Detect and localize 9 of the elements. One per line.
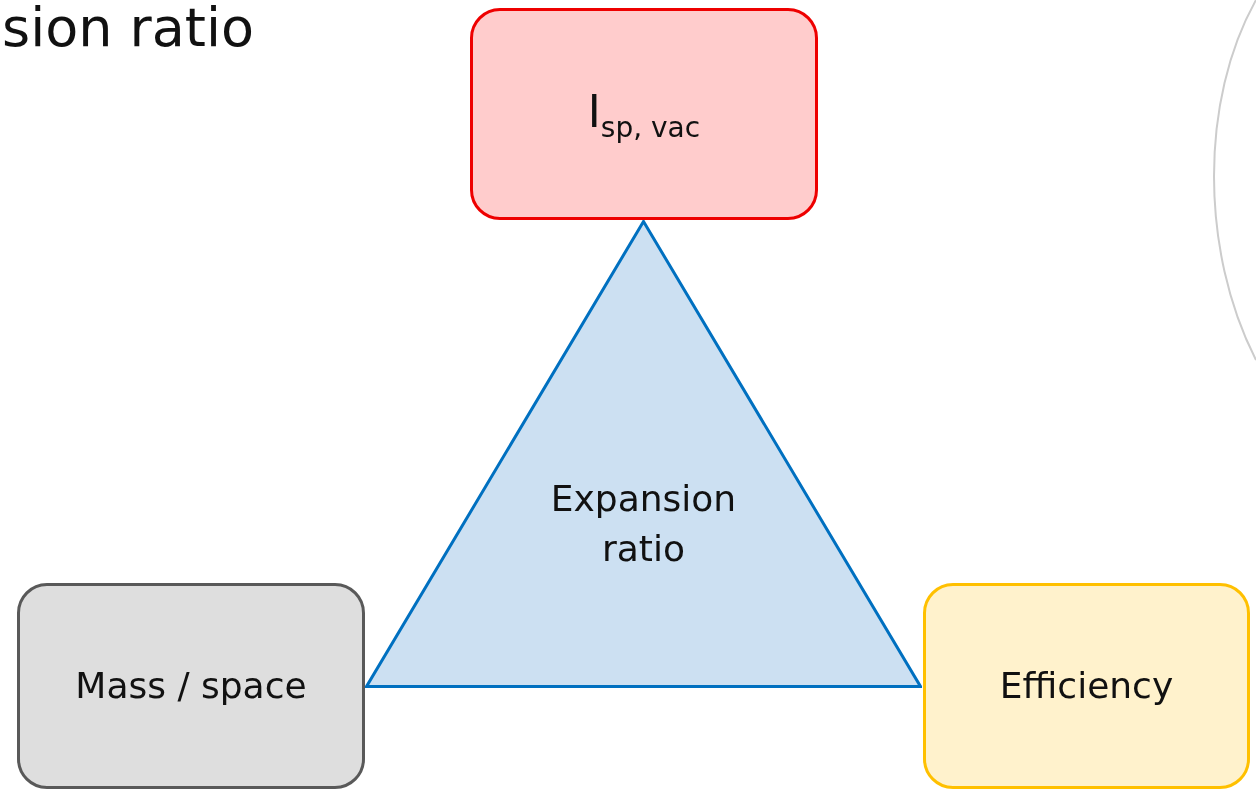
node-label: Mass / space [75,663,307,708]
triangle [365,220,922,688]
slide-title: sion ratio [2,0,255,59]
node-label: I$_{sp, vac}$ [587,85,701,146]
node-label: Expansion ratio [549,476,738,571]
node-label: Efficiency [999,663,1174,708]
rounded-box [17,583,365,789]
rounded-box [470,8,818,220]
rounded-box [923,583,1250,789]
